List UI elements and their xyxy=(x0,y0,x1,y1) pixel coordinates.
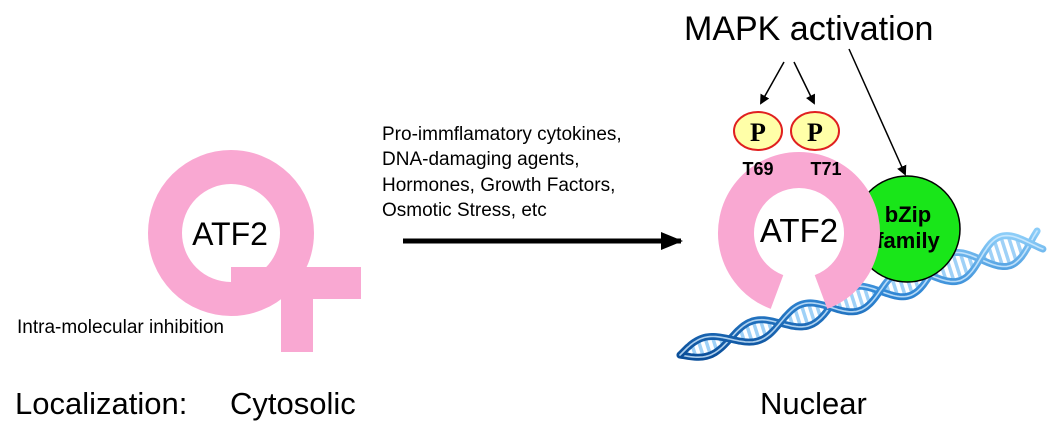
dna-base-pair xyxy=(958,252,970,277)
dna-base-pair xyxy=(799,303,810,327)
right-atf2-label: ATF2 xyxy=(760,212,838,249)
bzip-label-line2: family xyxy=(876,228,940,253)
phosphate-symbol: P xyxy=(750,118,766,147)
phosphate-circle xyxy=(733,111,783,151)
stimulus-line: Osmotic Stress, etc xyxy=(382,200,547,221)
mapk-arrow-bzip xyxy=(848,48,907,176)
dna-helix xyxy=(676,227,1047,361)
site-label-t69: T69 xyxy=(742,159,773,179)
stimulus-line: Pro-immflamatory cytokines, xyxy=(382,124,622,145)
dna-base-pair xyxy=(854,285,866,310)
site-label-t71: T71 xyxy=(810,159,841,179)
mapk-arrow-t69 xyxy=(760,61,785,105)
phospho-site-t69: P xyxy=(733,111,783,151)
mapk-arrows xyxy=(760,48,907,176)
stimulus-line: DNA-damaging agents, xyxy=(382,149,580,170)
dna-base-pair xyxy=(950,252,963,281)
inhibition-label: Intra-molecular inhibition xyxy=(17,317,224,338)
dna-strand-highlight xyxy=(679,234,1044,356)
active-atf2-shape xyxy=(718,151,880,309)
left-atf2-label: ATF2 xyxy=(192,216,268,252)
dna-base-pair xyxy=(992,239,1005,268)
localization-cytosolic: Cytosolic xyxy=(230,386,356,421)
localization-nuclear: Nuclear xyxy=(760,386,867,421)
stimulus-line: Hormones, Growth Factors, xyxy=(382,175,615,196)
stimuli-list: Pro-immflamatory cytokines, DNA-damaging… xyxy=(382,124,622,221)
mapk-activation-label: MAPK activation xyxy=(684,10,933,48)
mapk-arrow-t71 xyxy=(793,61,815,105)
phosphate-circle xyxy=(790,111,840,151)
dna-base-pair xyxy=(1006,235,1019,263)
inactive-atf2-shape xyxy=(148,150,361,352)
dna-base-pair xyxy=(999,235,1012,267)
bzip-label-line1: bZip xyxy=(885,202,931,227)
phosphate-symbol: P xyxy=(807,118,823,147)
localization-label: Localization: xyxy=(15,386,187,421)
phospho-site-t71: P xyxy=(790,111,840,151)
